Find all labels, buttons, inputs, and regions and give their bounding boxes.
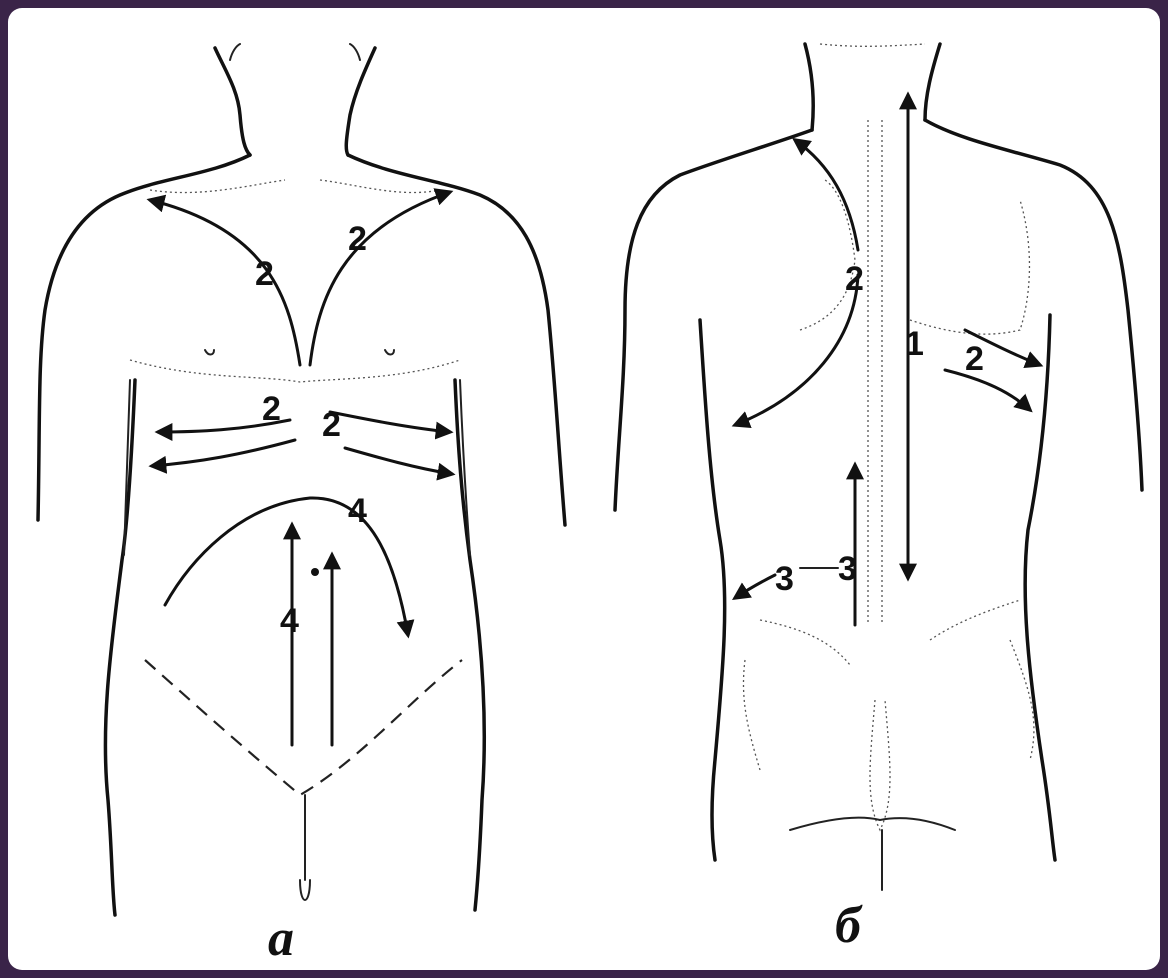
right-shoulder-arm-outline: [348, 155, 565, 525]
left-nipple: [205, 350, 214, 355]
left-shoulder-arm-outline: [38, 155, 250, 520]
chin-stroke: [230, 44, 360, 60]
arrow-b-left-scapula-arc-up: [795, 140, 858, 250]
figure-b-back-torso: 2 1 2 3 3 б: [615, 44, 1142, 954]
back-right-torso: [1025, 315, 1055, 860]
label-a-abdomen-vertical: 4: [280, 602, 299, 640]
chest-line-shading: [130, 360, 460, 382]
back-left-shoulder-arm: [615, 130, 812, 510]
arrow-a-mid-right-2: [345, 448, 452, 474]
neck-b-right: [925, 44, 940, 120]
back-left-torso: [700, 320, 725, 860]
label-b-left-scapula: 2: [845, 260, 864, 298]
label-b-right-side: 2: [965, 340, 984, 378]
label-a-abdomen-curve: 4: [348, 492, 367, 530]
clavicle-shading: [150, 180, 440, 193]
pelvis-shading-left: [760, 620, 850, 665]
figure-a-caption: а: [268, 910, 294, 967]
label-a-upper-right: 2: [348, 220, 367, 258]
arrow-a-mid-right-1: [330, 412, 450, 432]
figure-b-caption: б: [835, 897, 863, 954]
pelvis-shading-right: [930, 600, 1020, 640]
label-b-spine-vertical: 1: [905, 325, 924, 363]
neck-left-outline: [215, 48, 250, 155]
neck-right-outline: [346, 48, 375, 155]
diagram-panel: 2 2 2 2 4 4 а: [8, 8, 1160, 970]
gluteal-fold: [790, 818, 955, 830]
label-b-lumbar-left: 3: [775, 560, 794, 598]
label-a-mid-left: 2: [262, 390, 281, 428]
hairline: [820, 44, 925, 46]
inguinal-fold-dashed-line: [145, 660, 462, 795]
arrow-a-upper-right: [310, 192, 450, 365]
gluteal-cleft-shading: [870, 700, 890, 830]
back-right-shoulder-arm: [925, 120, 1142, 490]
right-scapula-shading: [910, 200, 1029, 334]
arrow-b-left-scapula-arc-down: [735, 275, 858, 425]
figure-a-front-torso: 2 2 2 2 4 4 а: [38, 44, 565, 967]
label-a-mid-right: 2: [322, 406, 341, 444]
navel: [311, 568, 319, 576]
neck-b-left: [805, 44, 813, 130]
right-nipple: [385, 350, 394, 355]
arrow-b-lumbar-left: [735, 575, 775, 598]
torso-left-outline: [105, 380, 135, 915]
label-a-upper-left: 2: [255, 255, 274, 293]
massage-direction-diagram: 2 2 2 2 4 4 а: [8, 8, 1160, 970]
genital-line: [300, 795, 310, 900]
arrow-b-right-2: [945, 370, 1030, 410]
arrow-a-upper-left: [150, 200, 300, 365]
buttock-left-shading: [743, 660, 760, 770]
label-b-lumbar-right: 3: [838, 550, 857, 588]
left-scapula-shading: [800, 180, 855, 330]
arrow-a-mid-left-2: [152, 440, 295, 466]
torso-right-outline: [455, 380, 484, 910]
